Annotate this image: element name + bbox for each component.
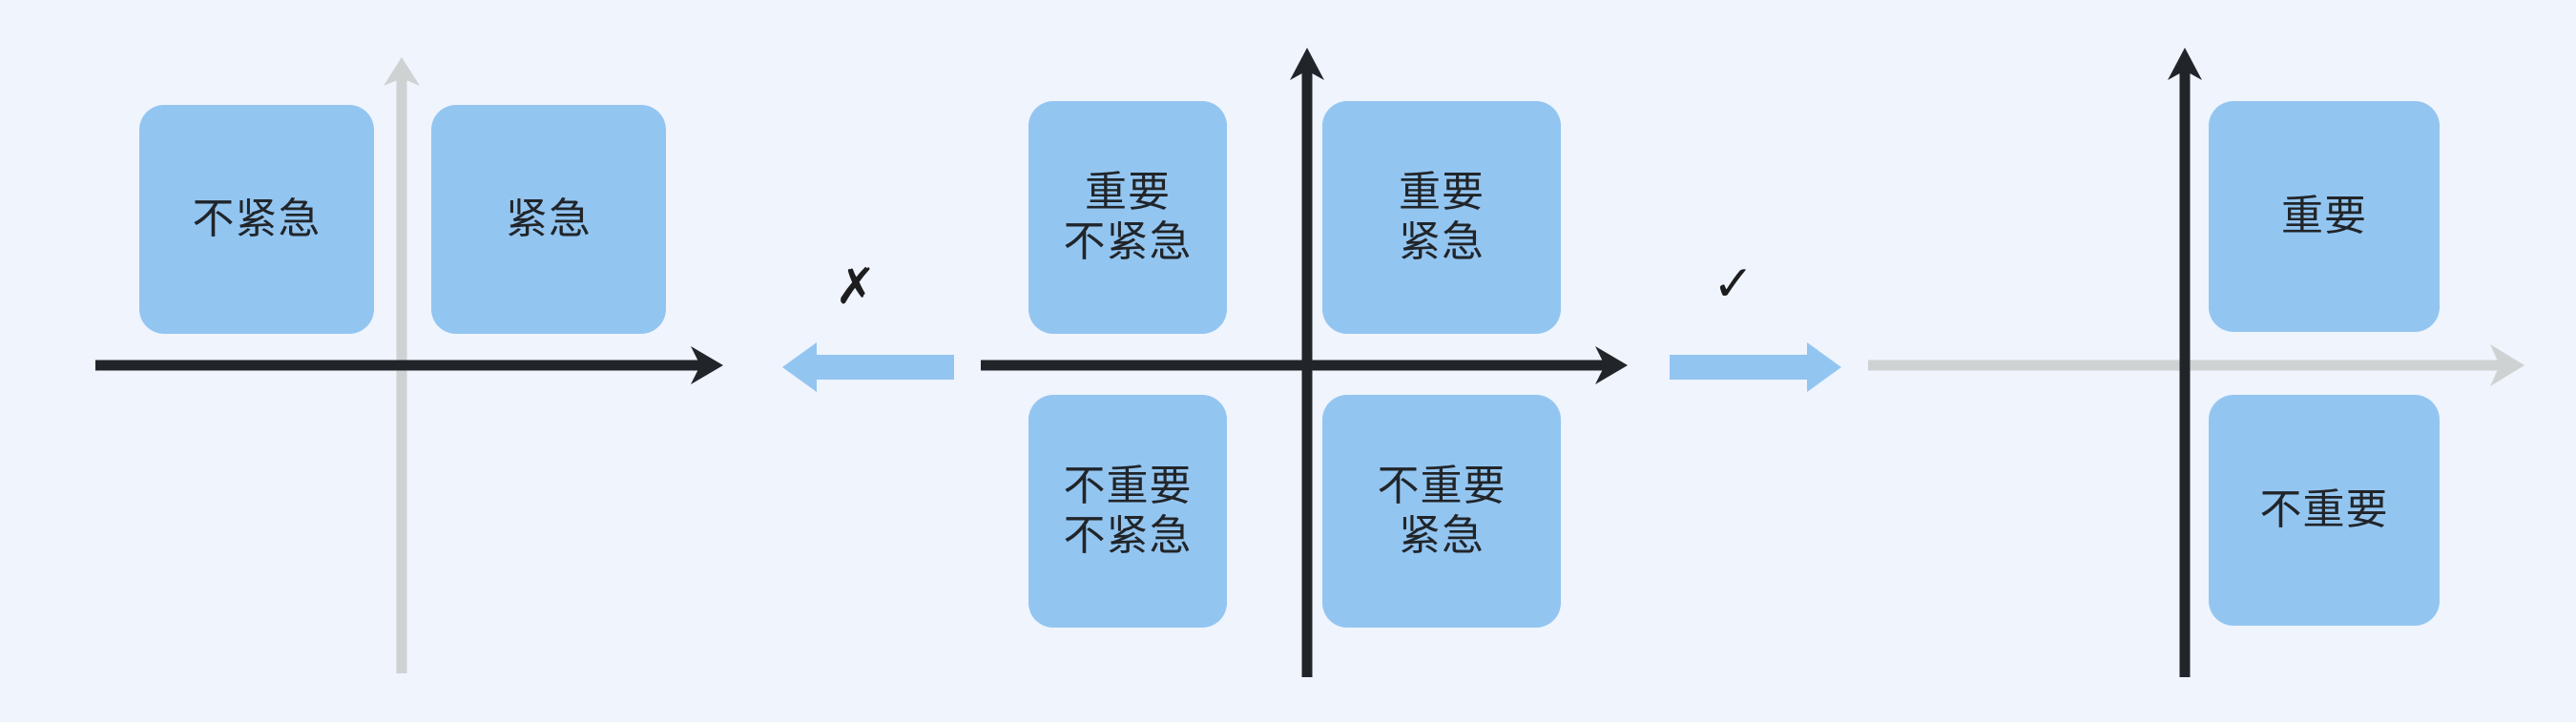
box-label: 不紧急 [192,195,322,244]
box-label-line1: 重要 [1085,168,1171,217]
check-mark-icon: ✓ [1713,256,1755,313]
box-not-important-not-urgent[interactable]: 不重要 不紧急 [1028,395,1227,628]
cross-mark-icon: ✗ [835,258,877,316]
arrow-up-icon [384,57,420,673]
box-important-not-urgent[interactable]: 重要 不紧急 [1028,101,1227,334]
arrow-up-icon [1290,48,1324,677]
box-label-line1: 不重要 [1063,462,1193,511]
panel-importance-only: 重要 不重要 [1851,0,2576,722]
box-not-urgent[interactable]: 不紧急 [139,105,374,334]
vertical-axis-active [2168,48,2202,677]
horizontal-axis-active [95,345,725,385]
box-label-line2: 不紧急 [1063,511,1193,560]
panel-eisenhower-matrix: 重要 不紧急 重要 紧急 不重要 不紧急 不重要 紧急 [954,0,1641,722]
box-label: 重要 [2281,192,2367,241]
box-urgent[interactable]: 紧急 [431,105,666,334]
reject-connector: ✗ [782,0,954,722]
box-not-important[interactable]: 不重要 [2209,395,2440,626]
vertical-axis-muted [382,55,422,673]
box-important[interactable]: 重要 [2209,101,2440,332]
box-label-line2: 不紧急 [1063,217,1193,266]
arrow-right-icon [1670,342,1841,392]
box-label-line1: 重要 [1399,168,1485,217]
arrow-up-icon [2168,48,2202,677]
box-label-line1: 不重要 [1377,462,1506,511]
box-label-line2: 紧急 [1399,511,1485,560]
box-label: 紧急 [506,195,592,244]
box-important-urgent[interactable]: 重要 紧急 [1322,101,1561,334]
box-label-line2: 紧急 [1399,217,1485,266]
accept-connector: ✓ [1641,0,1851,722]
arrow-right-icon [981,346,1628,384]
horizontal-axis-active [981,345,1630,385]
vertical-axis-active [1290,48,1324,677]
box-label: 不重要 [2259,485,2389,535]
arrow-right-icon [95,346,723,384]
panel-urgency-only: 不紧急 紧急 [0,0,782,722]
box-not-important-urgent[interactable]: 不重要 紧急 [1322,395,1561,628]
arrow-left-icon [782,342,954,392]
